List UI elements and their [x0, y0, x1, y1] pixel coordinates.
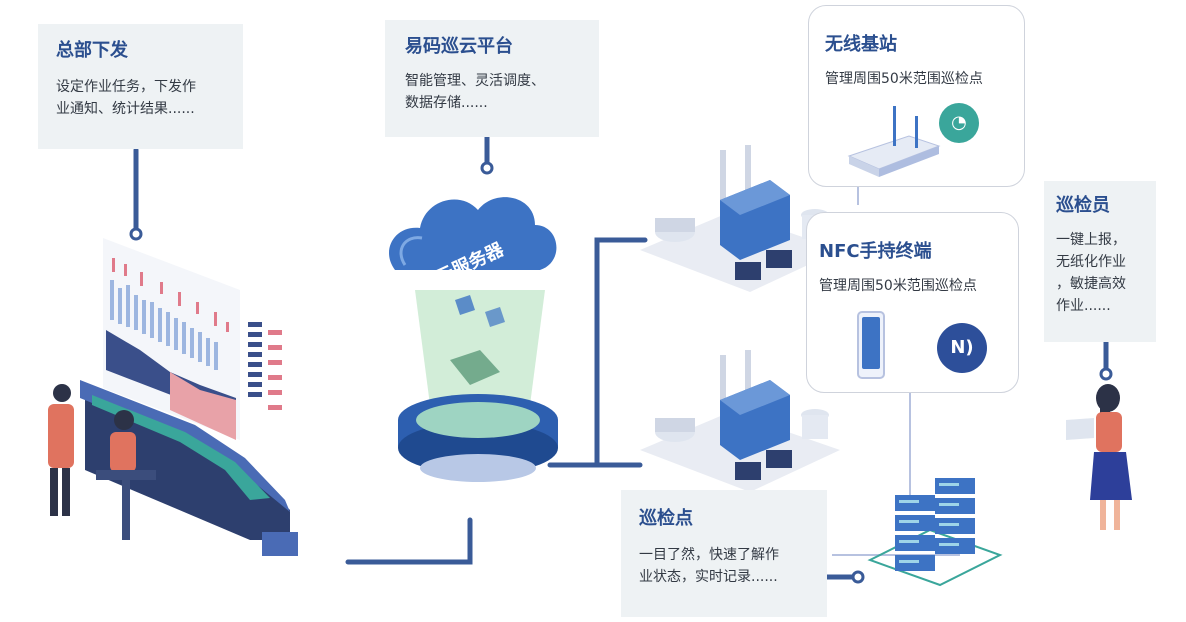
inspector-person-illustration — [1066, 384, 1132, 530]
headquarters-desc-line1: 设定作业任务，下发作 — [56, 78, 196, 95]
inspector-desc-line3: ，敏捷高效 — [1056, 275, 1126, 292]
checkpoint-desc: 一目了然，快速了解作 业状态，实时记录...... — [639, 544, 813, 588]
control-console-illustration — [48, 380, 298, 556]
platform-desc-line1: 智能管理、灵活调度、 — [405, 72, 545, 89]
inspector-desc-line4: 作业...... — [1056, 297, 1111, 314]
nfc-terminal-bubble: NFC手持终端 管理周围50米范围巡检点 N) — [806, 212, 1019, 393]
cloud-server-illustration: 云服务器 — [389, 197, 558, 482]
headquarters-desc-line2: 业通知、统计结果...... — [56, 100, 195, 117]
checkpoint-desc-line1: 一目了然，快速了解作 — [639, 546, 779, 563]
wifi-icon: ◔ — [939, 103, 979, 143]
nfc-icon: N) — [937, 323, 987, 373]
inspector-title: 巡检员 — [1056, 195, 1110, 216]
factory-bottom-illustration — [640, 350, 840, 492]
checkpoint-title: 巡检点 — [639, 508, 693, 529]
platform-desc: 智能管理、灵活调度、 数据存储...... — [405, 70, 585, 114]
wireless-base-desc: 管理周围50米范围巡检点 — [825, 70, 983, 87]
nfc-terminal-desc: 管理周围50米范围巡检点 — [819, 277, 977, 294]
headquarters-desc: 设定作业任务，下发作 业通知、统计结果...... — [56, 76, 229, 120]
inspector-box: 巡检员 一键上报， 无纸化作业 ，敏捷高效 作业...... — [1044, 181, 1156, 342]
connector-lines — [133, 134, 1109, 580]
checkpoint-box: 巡检点 一目了然，快速了解作 业状态，实时记录...... — [621, 490, 827, 617]
router-icon — [847, 106, 941, 177]
platform-box: 易码巡云平台 智能管理、灵活调度、 数据存储...... — [385, 20, 599, 137]
checkpoint-desc-line2: 业状态，实时记录...... — [639, 568, 778, 585]
connector-dots — [129, 161, 1113, 584]
inspector-desc: 一键上报， 无纸化作业 ，敏捷高效 作业...... — [1056, 229, 1148, 317]
server-rack-illustration — [867, 478, 1003, 587]
nfc-terminal-title: NFC手持终端 — [819, 241, 932, 262]
inspector-desc-line1: 一键上报， — [1056, 231, 1126, 248]
data-screen-illustration — [103, 238, 282, 440]
platform-desc-line2: 数据存储...... — [405, 94, 488, 111]
platform-title: 易码巡云平台 — [405, 36, 513, 57]
wireless-base-title: 无线基站 — [825, 34, 897, 55]
phone-icon — [857, 311, 885, 379]
inspector-desc-line2: 无纸化作业 — [1056, 253, 1126, 270]
wireless-base-bubble: 无线基站 管理周围50米范围巡检点 ◔ — [808, 5, 1025, 187]
headquarters-title: 总部下发 — [56, 40, 128, 61]
headquarters-box: 总部下发 设定作业任务，下发作 业通知、统计结果...... — [38, 24, 243, 149]
